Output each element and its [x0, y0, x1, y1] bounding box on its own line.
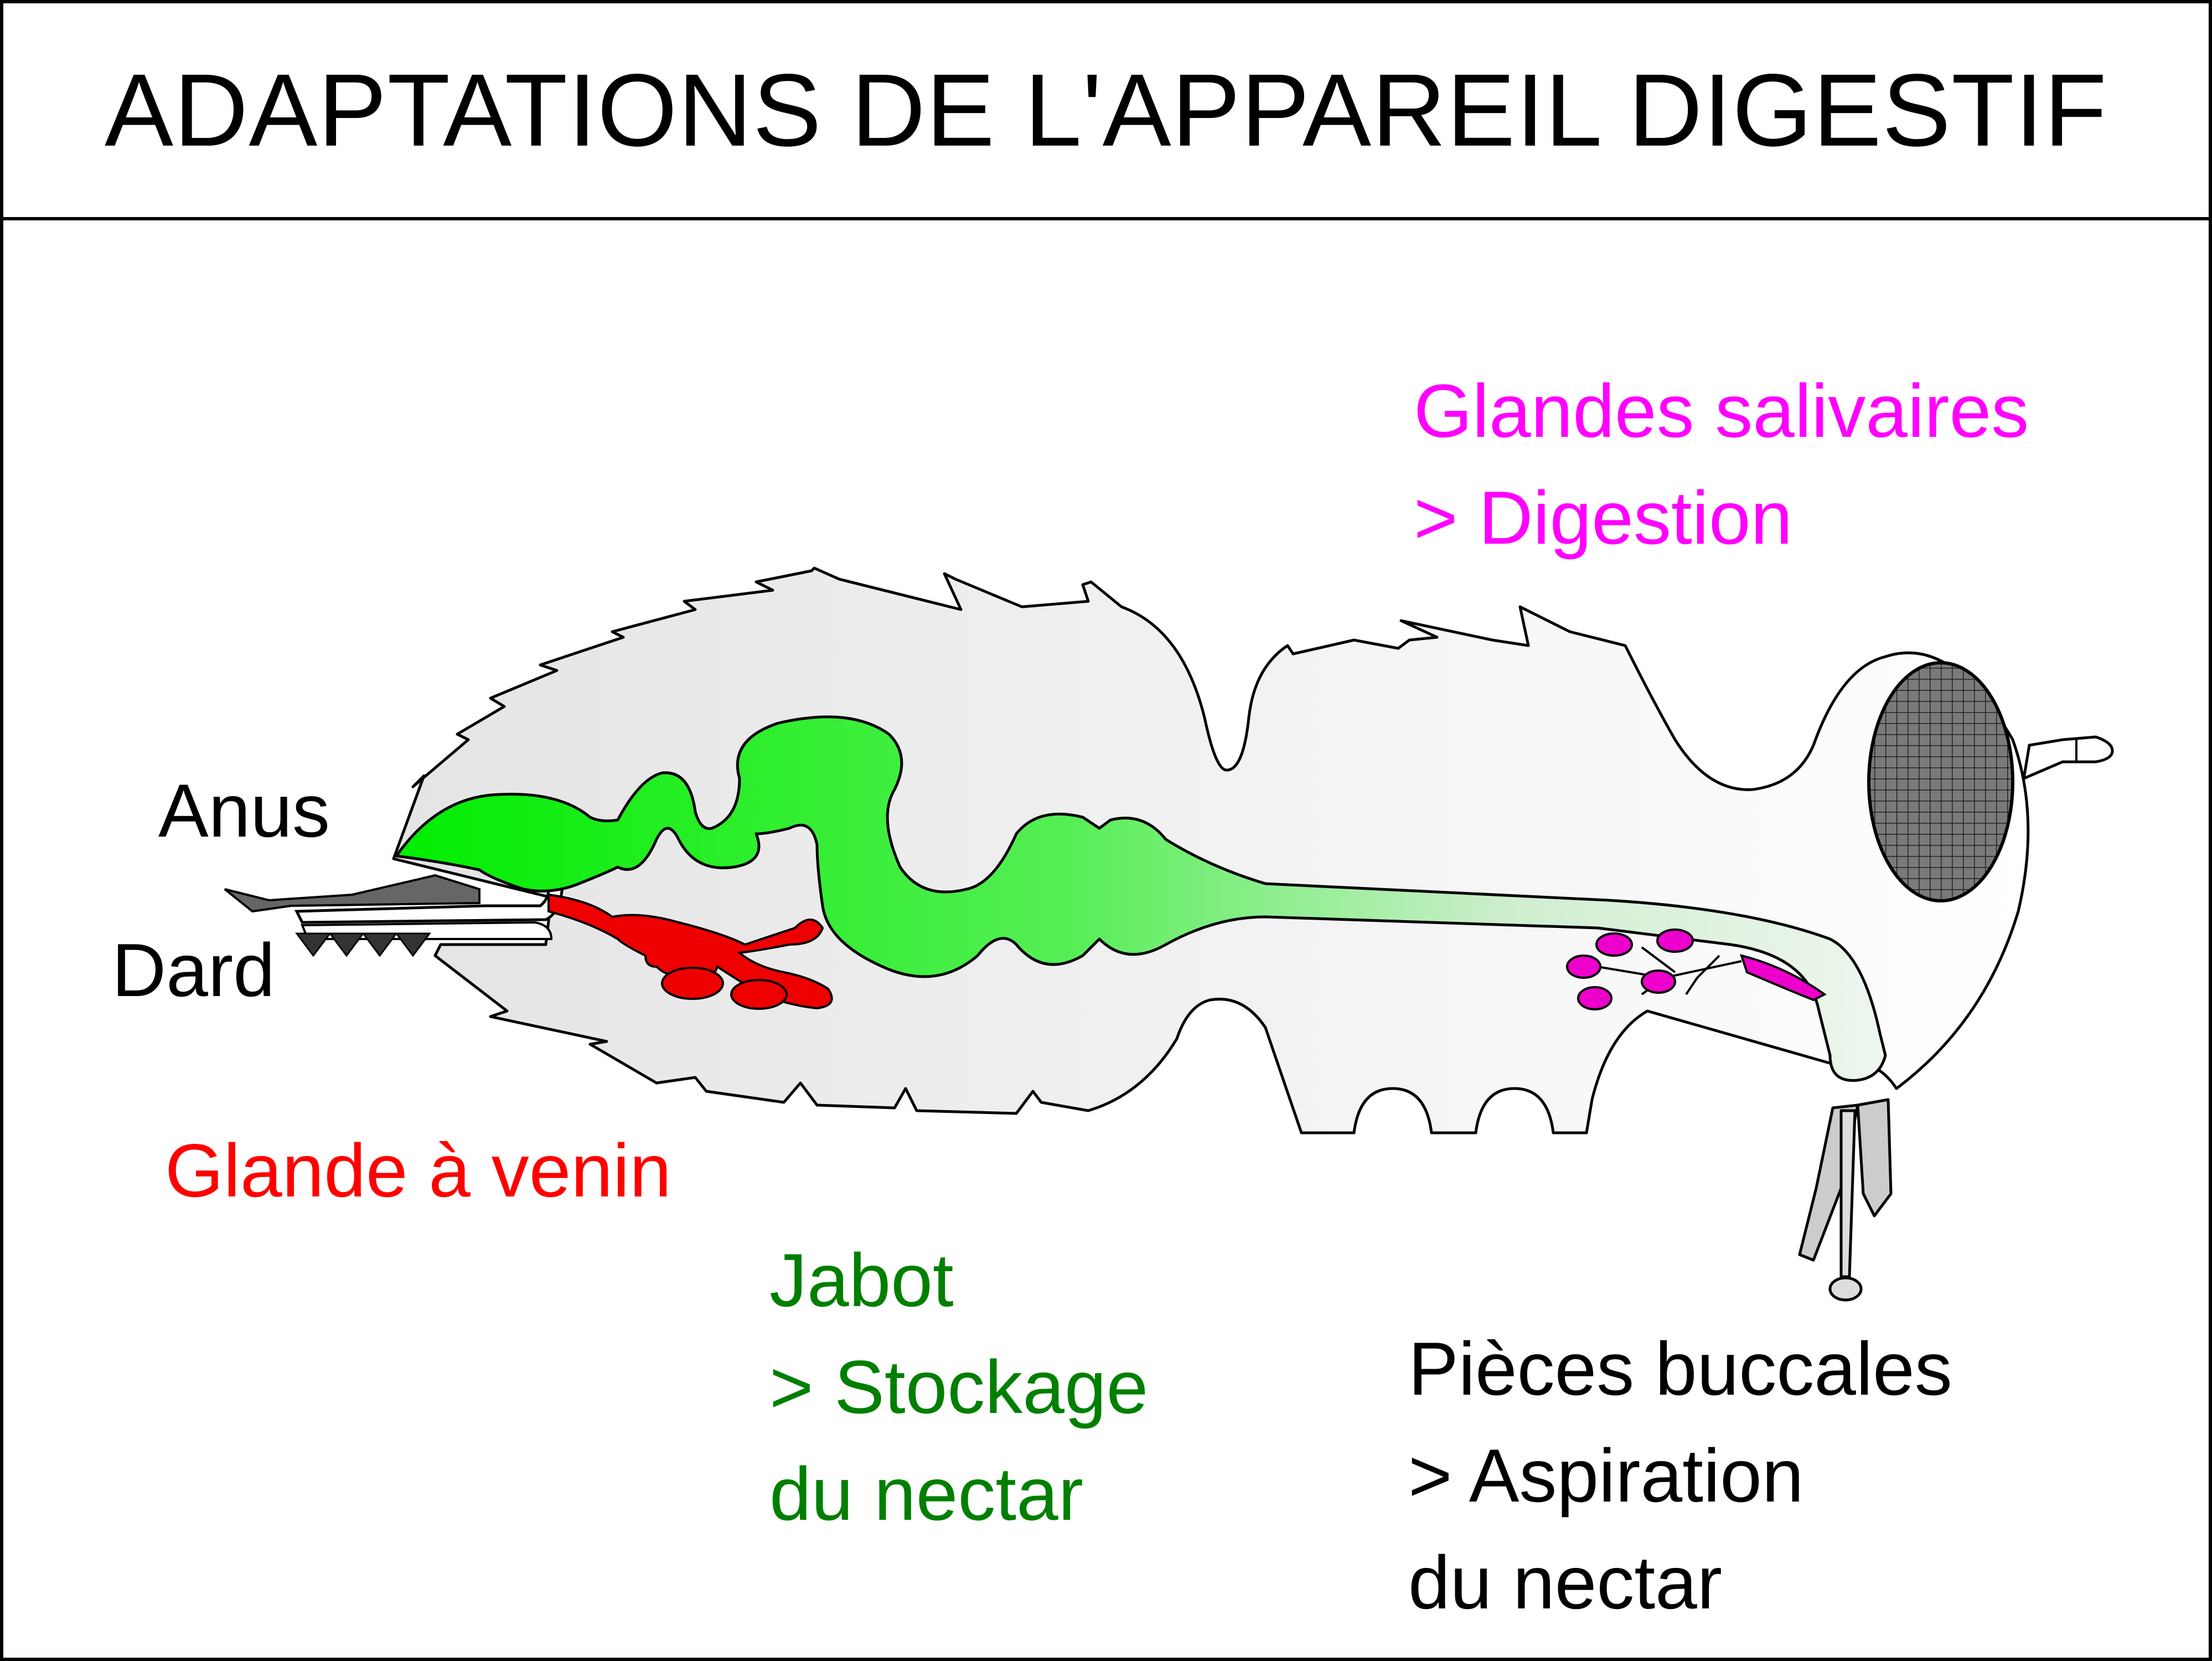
- salivary-glands: [1566, 928, 1827, 1010]
- mouthparts-label: Pièces buccales > Aspiration du nectar: [1408, 1316, 1952, 1636]
- crop-label-line-3: du nectar: [769, 1452, 1084, 1536]
- salivary-glands-label: Glandes salivaires > Digestion: [1414, 358, 2029, 571]
- diagram-title: ADAPTATIONS DE L'APPAREIL DIGESTIF: [3, 3, 2209, 220]
- anus-label-text: Anus: [158, 768, 330, 853]
- mouthparts: [1798, 1098, 1893, 1302]
- mouthparts-label-line-3: du nectar: [1408, 1540, 1723, 1625]
- mouthparts-label-line-2: > Aspiration: [1408, 1433, 1804, 1518]
- venom-gland-label: Glande à venin: [165, 1117, 671, 1224]
- venom-gland: [547, 893, 833, 1010]
- sting: [224, 874, 564, 957]
- crop-label-line-1: Jabot: [769, 1238, 954, 1322]
- antenna: [2022, 735, 2114, 781]
- crop-label-line-2: > Stockage: [769, 1345, 1149, 1430]
- salivary-glands-label-line-2: > Digestion: [1414, 476, 1793, 560]
- bee-digestive-diagram: [224, 566, 2114, 1302]
- salivary-glands-label-line-1: Glandes salivaires: [1414, 369, 2029, 453]
- digestive-tract: [395, 715, 1887, 1082]
- anus-label: Anus: [158, 757, 330, 864]
- crop-label: Jabot > Stockage du nectar: [769, 1227, 1148, 1547]
- mouthparts-label-line-1: Pièces buccales: [1408, 1327, 1952, 1411]
- venom-gland-label-text: Glande à venin: [165, 1128, 671, 1213]
- compound-eye: [1867, 661, 2014, 902]
- stinger-label: Dard: [112, 917, 275, 1024]
- stinger-label-text: Dard: [112, 928, 275, 1012]
